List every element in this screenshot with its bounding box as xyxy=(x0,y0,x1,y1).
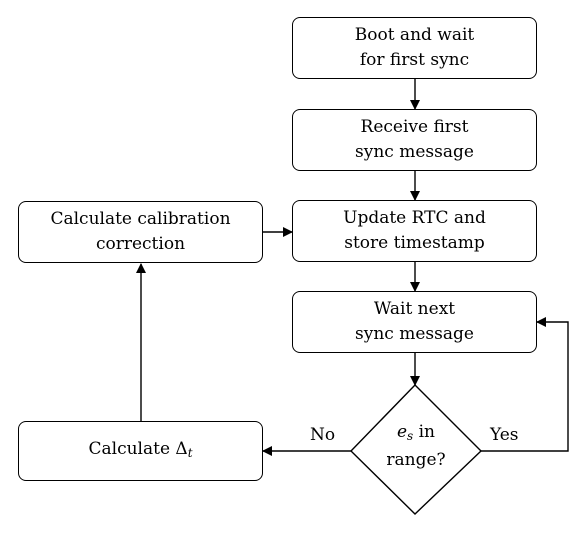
yes-edge-label: Yes xyxy=(490,425,519,445)
no-edge-label: No xyxy=(310,425,336,445)
update-rtc-line2: store timestamp xyxy=(344,233,485,253)
delta-subscript: t xyxy=(187,445,193,460)
receive-sync-node: Receive first sync message xyxy=(292,109,537,171)
calculate-delta-node: Calculate Δt xyxy=(18,421,263,481)
delta-symbol: Δ xyxy=(175,438,188,459)
calibration-line1: Calculate calibration xyxy=(50,209,231,229)
calculate-delta-text: Calculate xyxy=(88,438,176,459)
decision-diamond xyxy=(350,384,483,515)
receive-sync-line2: sync message xyxy=(355,142,474,162)
update-rtc-line1: Update RTC and xyxy=(343,208,486,228)
decision-variable: e xyxy=(396,422,408,442)
decision-subscript: s xyxy=(407,429,414,443)
update-rtc-node: Update RTC and store timestamp xyxy=(292,200,537,262)
wait-sync-node: Wait next sync message xyxy=(292,291,537,353)
arrow-decision-yes-to-wait xyxy=(481,317,569,452)
calibration-node: Calculate calibration correction xyxy=(18,201,263,263)
boot-node: Boot and wait for first sync xyxy=(292,17,537,79)
decision-line1-rest: in xyxy=(413,422,436,442)
decision-label: es in range? xyxy=(351,420,481,472)
boot-node-line1: Boot and wait xyxy=(354,25,475,45)
boot-node-line2: for first sync xyxy=(359,50,470,70)
wait-sync-line2: sync message xyxy=(355,324,474,344)
decision-line1: es in xyxy=(351,420,481,448)
receive-sync-line1: Receive first xyxy=(360,117,469,137)
calibration-line2: correction xyxy=(95,234,186,254)
calculate-delta-label: Calculate Δt xyxy=(88,437,192,466)
decision-line2: range? xyxy=(386,450,446,470)
wait-sync-line1: Wait next xyxy=(373,299,456,319)
